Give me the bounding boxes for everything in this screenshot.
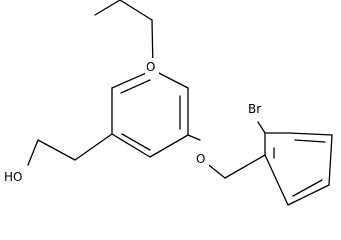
ring-a-double-3 (121, 133, 151, 151)
bromine-label: Br (248, 102, 261, 116)
hydroxymethyl-group (27, 133, 113, 166)
ethyl-group (94, 0, 154, 71)
ring-b-double-2 (294, 139, 326, 143)
bond-ch2-ring (224, 154, 266, 179)
ring-a-bond-3 (149, 134, 189, 158)
bond-ch2-oh (37, 139, 76, 161)
ring-a-double-1 (120, 79, 151, 94)
mask-ether-oxygen (195, 150, 209, 166)
bond-oh-tail (27, 139, 39, 166)
left-benzene-ring (111, 69, 189, 158)
ring-b-double-3 (292, 179, 323, 197)
bond-ch3-ch2 (94, 0, 121, 16)
bond-ring-o (187, 134, 201, 141)
mask-bromine (247, 100, 269, 116)
hydroxyl-label: HO (4, 170, 22, 184)
mask-hydroxyl (3, 168, 27, 184)
right-benzene-ring (264, 132, 333, 206)
ring-b-bond-5 (287, 184, 330, 206)
ether-oxygen-label: O (196, 152, 205, 166)
ethoxy-oxygen-label: O (146, 60, 155, 74)
molecule-diagram: O O Br HO (3, 0, 333, 206)
bond-ring-br (257, 121, 266, 134)
mask-ethoxy-oxygen (145, 58, 159, 74)
ring-b-bond-6 (264, 154, 289, 206)
bond-ring-ch2 (74, 133, 113, 161)
ring-b-bond-4 (328, 134, 333, 186)
ring-b-bond-3 (288, 132, 333, 136)
bond-ch2-o (119, 0, 153, 21)
ring-a-bond-4 (111, 133, 151, 158)
